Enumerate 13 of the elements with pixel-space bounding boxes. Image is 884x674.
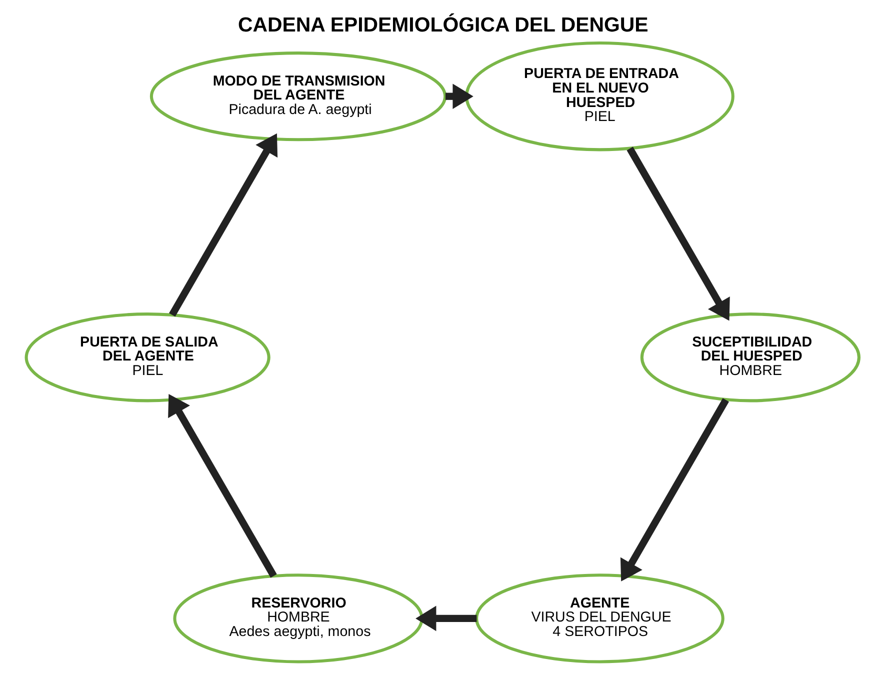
arrow xyxy=(444,84,473,109)
node-ellipse: PUERTA DE ENTRADA EN EL NUEVO HUESPED PIEL xyxy=(464,41,734,152)
node-ellipse: AGENTE VIRUS DEL DENGUE 4 SEROTIPOS xyxy=(474,574,724,664)
node-ellipse: SUCEPTIBILIDAD DEL HUESPED HOMBRE xyxy=(640,312,860,402)
arrow xyxy=(415,606,476,632)
arrow xyxy=(168,133,278,317)
arrow xyxy=(626,146,730,321)
arrow xyxy=(620,398,728,582)
arrow xyxy=(168,394,276,578)
node-ellipse: PUERTA DE SALIDA DEL AGENTE PIEL xyxy=(24,312,270,402)
node-ellipse: RESERVORIO HOMBRE Aedes aegypti, monos xyxy=(172,574,423,664)
diagram-title: CADENA EPIDEMIOLÓGICA DEL DENGUE xyxy=(237,14,648,37)
node-ellipse: MODO DE TRANSMISION DEL AGENTE Picadura de A. aegypti xyxy=(149,52,446,142)
